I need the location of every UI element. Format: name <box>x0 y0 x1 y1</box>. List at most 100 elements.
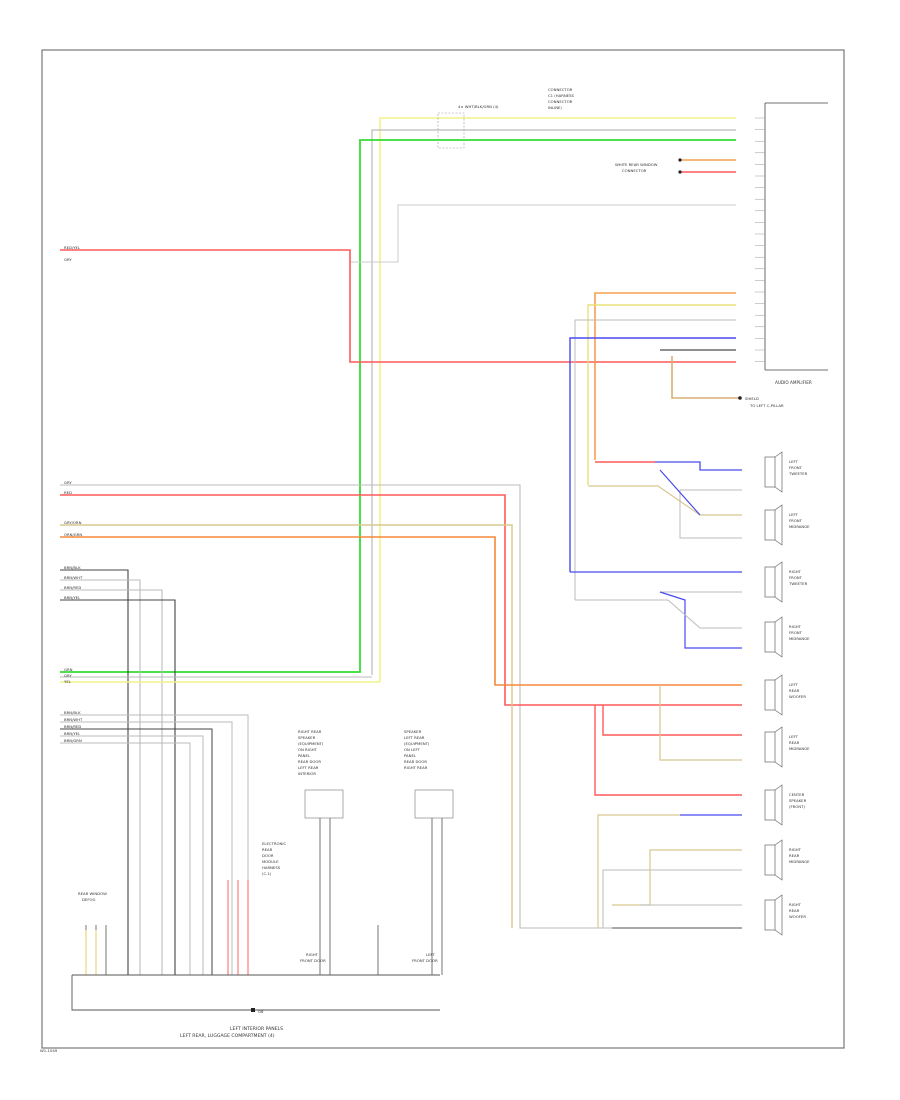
wire-tan-mid <box>60 524 513 928</box>
speaker-label: LEFT <box>789 512 799 517</box>
wire-blue-spk1 <box>655 461 742 471</box>
lower-bundle-wire <box>60 735 204 975</box>
lower-bundle-label: BRN/YEL <box>64 731 81 736</box>
box-label: RIGHT REAR <box>404 765 428 770</box>
speaker-icon <box>764 844 776 876</box>
ground-label: G6 <box>258 1009 264 1014</box>
label-gry-lower: GRY <box>64 673 72 678</box>
wire-gray-spk2 <box>679 490 742 539</box>
svg-text:C1 (HARNESS: C1 (HARNESS <box>548 93 574 98</box>
lower-bundle-label: BRN/WHT <box>64 717 83 722</box>
mid-label-red: RED <box>64 490 72 495</box>
svg-text:INLINE): INLINE) <box>548 105 562 110</box>
speaker-cone <box>774 674 783 716</box>
speaker-label: TWEETER <box>788 471 808 476</box>
lower-bundle-wire <box>60 721 233 975</box>
speaker-icon <box>764 566 776 598</box>
speaker-label: RIGHT <box>789 624 802 629</box>
speaker-label: TWEETER <box>788 581 808 586</box>
left-wire-bundle: BRN/BLKBRN/WHTBRN/REDBRN/YELBRN/BLKBRN/W… <box>60 565 443 975</box>
wire-gray-top <box>371 129 736 675</box>
speaker-column: LEFTFRONTTWEETERLEFTFRONTMIDRANGERIGHTFR… <box>764 451 810 936</box>
speaker-label: REAR <box>789 740 800 745</box>
mid-label-orngrn: ORN/GRN <box>64 532 82 537</box>
box-label: ELECTRONIC <box>262 841 286 846</box>
wire-yellow-amp <box>587 304 736 485</box>
speaker-label: LEFT <box>789 459 799 464</box>
svg-text:CONNECTOR: CONNECTOR <box>548 87 573 92</box>
wire-green-top <box>60 139 736 673</box>
speaker-cone <box>774 616 783 658</box>
wire-red-lr <box>602 705 742 736</box>
bottom-label-1: LEFT INTERIOR PANELS <box>230 1026 283 1032</box>
wire-yellow-top <box>379 117 736 682</box>
shield-label-2: TO LEFT C-PILLAR <box>749 403 784 408</box>
box-label: INTERIOR <box>298 771 316 776</box>
audio-amplifier: AUDIO AMPLIFIER <box>755 102 828 385</box>
speaker-label: MIDRANGE <box>789 746 810 751</box>
label-grn: GRN <box>64 667 73 672</box>
top-connector-label: CONNECTOR C1 (HARNESS CONNECTOR INLINE) <box>548 87 574 110</box>
box-label: REAR DOOR <box>298 759 321 764</box>
speaker-label: WOOFER <box>789 694 806 699</box>
wire-gray-amp <box>574 319 736 600</box>
speaker-icon <box>764 899 776 931</box>
bundle-label: BRN/RED <box>64 585 81 590</box>
box-label: SPEAKER <box>404 729 422 734</box>
wire-gray-center <box>350 204 736 263</box>
box-label: PANEL <box>298 753 311 758</box>
left-label-red: RED/YEL <box>64 245 81 250</box>
speaker-label: FRONT <box>789 518 803 523</box>
box-label: REAR DOOR <box>404 759 427 764</box>
box-label: REAR <box>262 847 273 852</box>
svg-text:REAR WINDOW: REAR WINDOW <box>78 891 107 896</box>
wire-tan-rr <box>597 814 680 928</box>
label-yel: YEL <box>64 679 72 684</box>
ground-bus <box>71 975 440 1011</box>
wire-tan-rr2 <box>612 849 742 906</box>
lower-bundle-label: BRN/RED <box>64 724 81 729</box>
speaker-label: WOOFER <box>789 914 806 919</box>
bundle-label: BRN/YEL <box>64 595 81 600</box>
speaker-label: REAR <box>789 908 800 913</box>
speaker-icon <box>764 679 776 711</box>
terminal-dot <box>678 170 682 174</box>
svg-text:LEFT: LEFT <box>426 952 436 957</box>
box-label: MODULE <box>262 859 279 864</box>
mid-label-gry: GRY <box>64 480 72 485</box>
speaker-cone <box>774 561 783 603</box>
box-label: HARNESS <box>262 865 281 870</box>
wire-blue-spk2 <box>659 469 701 516</box>
box-label: (EQUIPMENT) <box>404 741 430 746</box>
stub-label: CONNECTOR <box>622 168 647 173</box>
svg-text:FRONT DOOR: FRONT DOOR <box>300 958 326 963</box>
bundle-wire <box>60 579 141 975</box>
box-label: RIGHT REAR <box>298 729 322 734</box>
speaker-cone <box>774 784 783 826</box>
left-label-gray: GRY <box>64 257 72 262</box>
top-wire-note: 4× WHT/BLK/GRN (4) <box>458 104 499 109</box>
bundle-wire <box>60 589 163 975</box>
box-label: (EQUIPMENT) <box>298 741 324 746</box>
speaker-label: FRONT <box>789 630 803 635</box>
bundle-label: BRN/WHT <box>64 575 83 580</box>
wire-red-mid <box>60 494 742 706</box>
inline-connector-c1 <box>437 112 465 149</box>
mid-label-gryorn: GRY/ORN <box>64 520 82 525</box>
frame <box>41 49 845 1049</box>
speaker-cone <box>774 839 783 881</box>
speaker-label: FRONT <box>789 465 803 470</box>
speaker-label: LEFT <box>789 734 799 739</box>
speaker-label: REAR <box>789 688 800 693</box>
speaker-label: MIDRANGE <box>789 859 810 864</box>
speaker-cone <box>774 504 783 546</box>
wire-blue-spk4 <box>659 591 742 649</box>
speaker-cone <box>774 894 783 936</box>
